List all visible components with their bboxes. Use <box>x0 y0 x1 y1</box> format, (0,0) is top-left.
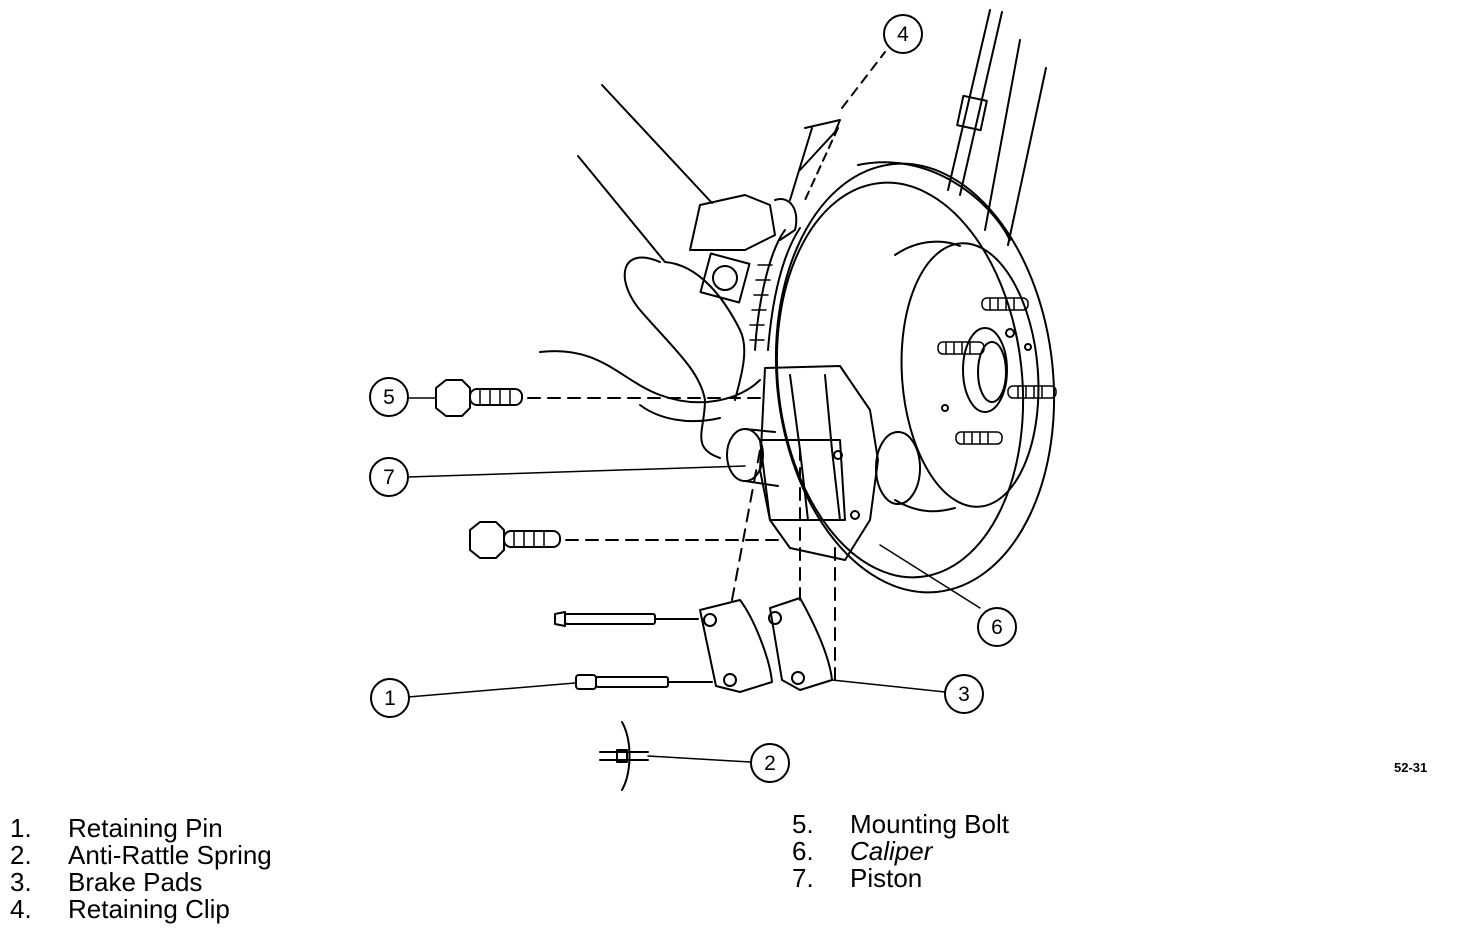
svg-text:7: 7 <box>383 466 395 489</box>
tone-ring <box>749 227 801 351</box>
svg-text:6: 6 <box>991 616 1003 639</box>
svg-text:4: 4 <box>897 23 909 46</box>
legend-label: Piston <box>850 863 923 893</box>
callout-4: 4 <box>883 14 923 54</box>
anti-rattle-spring <box>599 721 649 791</box>
legend-number: 3. <box>10 867 32 897</box>
legend-label: Anti-Rattle Spring <box>68 840 272 870</box>
retaining-clip-assembly <box>789 51 886 201</box>
legend-label: Caliper <box>850 836 933 866</box>
svg-text:1: 1 <box>384 687 396 710</box>
brake-pad-outer <box>768 449 836 691</box>
leader-lines <box>407 397 981 763</box>
callout-6: 6 <box>977 607 1017 647</box>
piston <box>726 428 779 487</box>
legend-number: 5. <box>792 809 814 839</box>
mounting-bolt-upper <box>435 379 761 417</box>
retaining-pin-upper <box>554 611 699 627</box>
legend-number: 4. <box>10 894 32 924</box>
caliper-body <box>759 365 921 561</box>
svg-text:3: 3 <box>958 683 970 706</box>
retaining-pin-lower <box>575 674 713 690</box>
wheel-studs <box>937 297 1057 445</box>
legend-label: Mounting Bolt <box>850 809 1009 839</box>
legend-label: Retaining Clip <box>68 894 230 924</box>
legend-label: Retaining Pin <box>68 813 223 843</box>
steering-knuckle <box>623 194 798 459</box>
brake-rotor <box>774 161 1056 594</box>
callout-1: 1 <box>370 678 410 718</box>
callout-3: 3 <box>944 674 984 714</box>
callout-7: 7 <box>369 457 409 497</box>
brake-assembly-diagram: 1 2 3 4 5 6 7 <box>369 9 1057 791</box>
legend-number: 6. <box>792 836 814 866</box>
svg-text:2: 2 <box>764 752 776 775</box>
callout-2: 2 <box>750 743 790 783</box>
legend-number: 2. <box>10 840 32 870</box>
legend-number: 1. <box>10 813 32 843</box>
callout-5: 5 <box>369 377 409 417</box>
figure-code: 52-31 <box>1394 760 1428 775</box>
svg-text:5: 5 <box>383 386 395 409</box>
brake-hose <box>539 350 761 423</box>
callouts: 1 2 3 4 5 6 7 <box>369 14 1017 783</box>
brake-pad-inner <box>699 449 773 693</box>
legend-number: 7. <box>792 863 814 893</box>
legend-label: Brake Pads <box>68 867 203 897</box>
wheel-hub <box>894 240 1040 513</box>
mounting-bolt-lower <box>469 521 781 559</box>
suspension-arm <box>577 9 1047 263</box>
